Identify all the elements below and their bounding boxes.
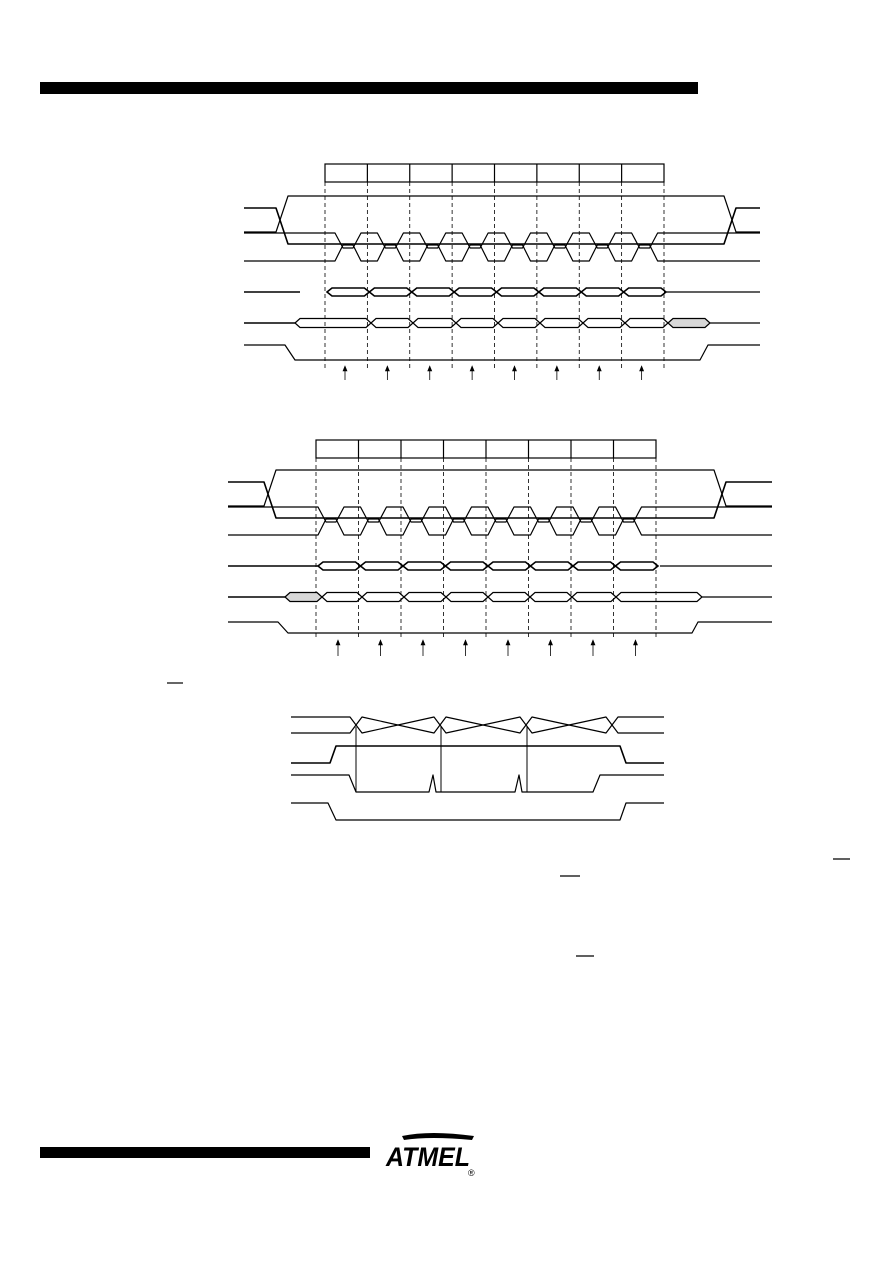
data-bit-cell <box>622 287 668 297</box>
data-bit-cell <box>579 287 625 297</box>
bus-line-lower <box>291 716 664 734</box>
data-bit-cell <box>316 561 362 571</box>
signal-clock-lower <box>244 232 760 249</box>
signal-enable-high <box>244 207 760 245</box>
sample-arrow-head <box>335 639 341 646</box>
sample-arrow-head <box>342 365 348 372</box>
data-bit-cell <box>401 561 447 571</box>
data-bit-cell <box>624 317 669 329</box>
atmel-logo: ATMEL ® <box>385 1133 475 1178</box>
timing-diagram-middle <box>228 439 772 656</box>
signal-clock-lower <box>228 506 772 523</box>
data-bit-cell <box>403 591 447 603</box>
timing-diagram-bottom <box>291 716 664 821</box>
data-bit-cell <box>487 591 531 603</box>
data-bit-cell <box>455 317 499 329</box>
sample-arrow-head <box>469 365 475 372</box>
data-bit-cell <box>444 561 490 571</box>
sample-arrow-head <box>378 639 383 646</box>
signal-enable-high <box>228 481 772 519</box>
sample-arrow-head <box>512 365 517 372</box>
data-bit-cell-shaded <box>667 317 711 329</box>
data-bit-cell <box>361 591 405 603</box>
footer-rule <box>40 1147 370 1158</box>
data-bit-cell <box>359 561 405 571</box>
data-bit-cell <box>412 317 457 329</box>
data-bit-cell <box>321 591 363 603</box>
sample-arrow-head <box>463 639 468 646</box>
data-bit-cell <box>582 317 626 329</box>
signal-strobe-c <box>291 802 664 821</box>
data-bit-cell <box>486 561 532 571</box>
data-bit-cell <box>539 317 584 329</box>
data-bit-cell <box>294 317 372 329</box>
data-bit-cell <box>571 591 617 603</box>
data-bit-cell <box>410 287 456 297</box>
signal-select <box>244 344 760 361</box>
overbar-marks <box>167 682 850 957</box>
header-rule <box>40 82 698 94</box>
data-bit-cell <box>529 591 573 603</box>
timing-diagram-top <box>244 163 760 380</box>
data-bit-cell <box>615 591 703 603</box>
signal-strobe-b <box>291 774 664 793</box>
data-bit-cell <box>537 287 583 297</box>
logo-swoosh <box>402 1133 474 1140</box>
sample-arrow-head <box>633 639 638 646</box>
sample-arrow-head <box>639 365 645 372</box>
sample-arrow-head <box>554 365 560 372</box>
logo-text: ATMEL <box>385 1142 470 1172</box>
data-bit-cell <box>368 287 414 297</box>
data-bit-cell <box>497 317 541 329</box>
signal-enable-low <box>228 469 772 507</box>
signal-clock-upper <box>244 244 760 262</box>
data-bit-cell <box>325 287 371 297</box>
sample-arrow-head <box>548 639 553 646</box>
sample-arrow-head <box>384 365 390 372</box>
sample-arrow-head <box>505 639 511 646</box>
sample-arrow-head <box>590 639 596 646</box>
data-bit-cell <box>370 317 414 329</box>
data-bit-cell <box>452 287 498 297</box>
sample-arrow-head <box>420 639 426 646</box>
signal-select <box>228 621 772 634</box>
data-bit-cell-shaded <box>284 591 323 603</box>
data-bit-cell <box>529 561 575 571</box>
signal-clock-upper <box>228 518 772 536</box>
signal-strobe-a <box>291 745 664 764</box>
data-bit-cell <box>614 561 660 571</box>
data-bit-cell <box>495 287 541 297</box>
sample-arrow-head <box>596 365 602 372</box>
logo-registered-mark: ® <box>468 1168 475 1178</box>
data-bit-cell <box>571 561 617 571</box>
signal-enable-low <box>244 195 760 233</box>
data-bit-cell <box>445 591 489 603</box>
sample-arrow-head <box>427 365 433 372</box>
